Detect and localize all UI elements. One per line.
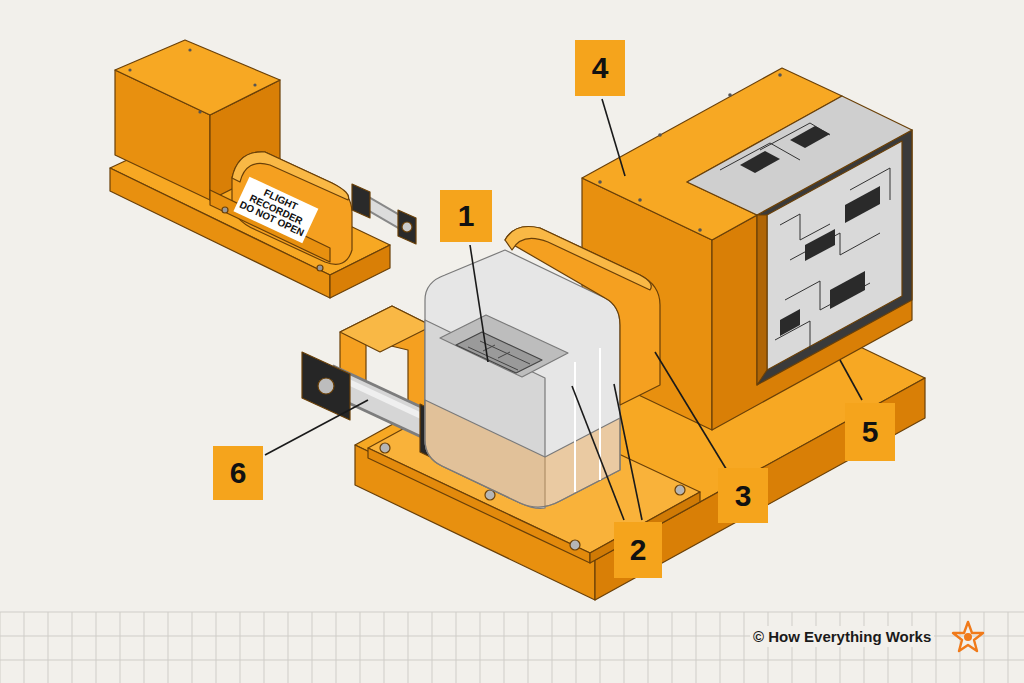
grid-line [624, 612, 625, 683]
grid-line [336, 612, 337, 683]
grid-line [672, 612, 673, 683]
grid-line [144, 612, 145, 683]
grid-line [840, 612, 841, 683]
grid-line [648, 612, 649, 683]
grid-line [768, 612, 769, 683]
grid-line [48, 612, 49, 683]
logo-icon [953, 622, 983, 651]
grid-line [576, 612, 577, 683]
grid-line [792, 612, 793, 683]
grid-line [24, 612, 25, 683]
grid-line [264, 612, 265, 683]
memory-hood [505, 227, 660, 406]
grid-line [552, 612, 553, 683]
grid-line [528, 612, 529, 683]
callout-number: 3 [735, 479, 752, 513]
callout-number: 4 [592, 51, 609, 85]
callout-number: 1 [458, 199, 475, 233]
grid-line [240, 612, 241, 683]
grid-line [504, 612, 505, 683]
grid-line [312, 612, 313, 683]
grid-line [168, 612, 169, 683]
grid-line [456, 612, 457, 683]
grid-line [288, 612, 289, 683]
grid-line [888, 612, 889, 683]
grid-line [408, 612, 409, 683]
grid-line [0, 612, 1, 683]
callout-box: 5 [845, 403, 895, 461]
grid-line [984, 612, 985, 683]
callout-box: 4 [575, 40, 625, 96]
grid-line [216, 612, 217, 683]
grid-line [360, 612, 361, 683]
grid-line [744, 612, 745, 683]
credit-text: © How Everything Works [753, 628, 931, 645]
grid-line [480, 612, 481, 683]
callout-box: 6 [213, 446, 263, 500]
leader-lines [265, 99, 862, 520]
callout-number: 6 [230, 456, 247, 490]
grid [0, 612, 1024, 683]
callout-box: 2 [614, 522, 662, 578]
grid-line [816, 612, 817, 683]
grid-line [864, 612, 865, 683]
grid-line [600, 612, 601, 683]
grid-line [72, 612, 73, 683]
callout-number: 2 [630, 533, 647, 567]
grid-line [96, 612, 97, 683]
callout-number: 5 [862, 415, 879, 449]
grid-line [192, 612, 193, 683]
grid-line [696, 612, 697, 683]
grid-line [936, 612, 937, 683]
grid-line [720, 612, 721, 683]
grid-line [1008, 612, 1009, 683]
small-recorder [110, 40, 416, 298]
copyright-credit: © How Everything Works [750, 626, 934, 647]
callout-box: 1 [440, 190, 492, 242]
grid-line [120, 612, 121, 683]
grid-line [432, 612, 433, 683]
grid-line [912, 612, 913, 683]
grid-line [384, 612, 385, 683]
callout-box: 3 [718, 468, 768, 523]
